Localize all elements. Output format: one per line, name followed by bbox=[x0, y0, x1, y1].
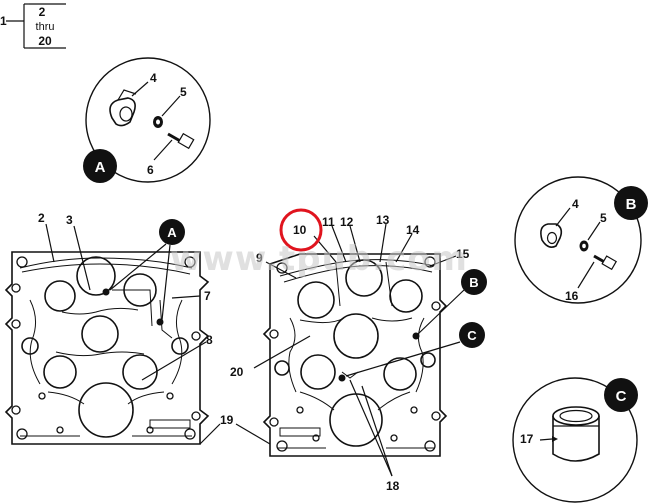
detail-marker-a-large-label: A bbox=[95, 159, 106, 176]
callout-18: 18 bbox=[386, 479, 400, 493]
bolt-part-6-detail-a bbox=[167, 132, 195, 150]
detail-b-view: 4 5 16 B bbox=[514, 176, 648, 304]
callout-13: 13 bbox=[376, 213, 390, 227]
callout-17: 17 bbox=[520, 432, 534, 446]
left-plate-fastener-a bbox=[102, 288, 110, 296]
callout-4-detail-b: 4 bbox=[572, 197, 579, 211]
washer-part-5-detail-a bbox=[153, 116, 163, 128]
callout-7: 7 bbox=[204, 289, 211, 303]
seal-part-17 bbox=[552, 406, 600, 462]
highlight-circle-callout-10 bbox=[279, 208, 323, 252]
callout-8: 8 bbox=[206, 333, 213, 347]
detail-a-view: 4 5 6 A bbox=[83, 57, 211, 183]
callout-20: 20 bbox=[230, 365, 244, 379]
left-plate-bolt-holes bbox=[11, 256, 201, 440]
detail-c-view: 17 C bbox=[512, 377, 638, 503]
reference-box: 1 2 thru 20 bbox=[0, 3, 66, 49]
callout-12: 12 bbox=[340, 215, 354, 229]
callout-5-detail-a: 5 bbox=[180, 85, 187, 99]
callout-9: 9 bbox=[256, 251, 263, 265]
reference-range-start: 2 bbox=[39, 5, 46, 19]
callout-19: 19 bbox=[220, 413, 234, 427]
callout-4-detail-a: 4 bbox=[150, 71, 157, 85]
callout-15: 15 bbox=[456, 247, 470, 261]
right-plate-fastener-b bbox=[412, 332, 420, 340]
detail-marker-a-large bbox=[83, 149, 117, 183]
reference-range-end: 20 bbox=[38, 34, 52, 48]
detail-marker-c-large bbox=[604, 378, 638, 412]
callout-14: 14 bbox=[406, 223, 420, 237]
detail-marker-a-small-label: A bbox=[167, 225, 177, 240]
callout-3: 3 bbox=[66, 213, 73, 227]
watermark-text: www.tpub.com bbox=[170, 239, 468, 279]
clip-part-4-detail-a bbox=[109, 89, 137, 127]
washer-part-5-detail-b bbox=[579, 240, 589, 252]
detail-marker-c-small bbox=[459, 322, 485, 348]
left-plate-ports bbox=[21, 256, 189, 438]
detail-marker-b-small bbox=[461, 269, 487, 295]
clip-part-4-detail-b bbox=[540, 223, 563, 248]
detail-marker-b-small-label: B bbox=[469, 275, 478, 290]
left-plate-fastener-b bbox=[156, 318, 164, 326]
callout-6: 6 bbox=[147, 163, 154, 177]
detail-marker-c-large-label: C bbox=[616, 388, 627, 405]
reference-lead-number: 1 bbox=[0, 14, 7, 28]
callout-16: 16 bbox=[565, 289, 579, 303]
detail-marker-b-large-label: B bbox=[626, 196, 637, 213]
callout-11: 11 bbox=[322, 215, 335, 229]
detail-marker-b-large bbox=[614, 186, 648, 220]
right-gasket-plate bbox=[262, 253, 448, 457]
bolt-part-16 bbox=[593, 254, 618, 271]
left-gasket-plate bbox=[4, 251, 210, 445]
detail-marker-c-small-label: C bbox=[467, 328, 477, 343]
callout-2: 2 bbox=[38, 211, 45, 225]
detail-marker-a-small bbox=[159, 219, 185, 245]
reference-range-thru: thru bbox=[36, 21, 55, 33]
left-plate-channels bbox=[19, 257, 193, 437]
right-plate-fastener-c bbox=[338, 374, 346, 382]
callout-10: 10 bbox=[293, 223, 307, 237]
callout-5-detail-b: 5 bbox=[600, 211, 607, 225]
